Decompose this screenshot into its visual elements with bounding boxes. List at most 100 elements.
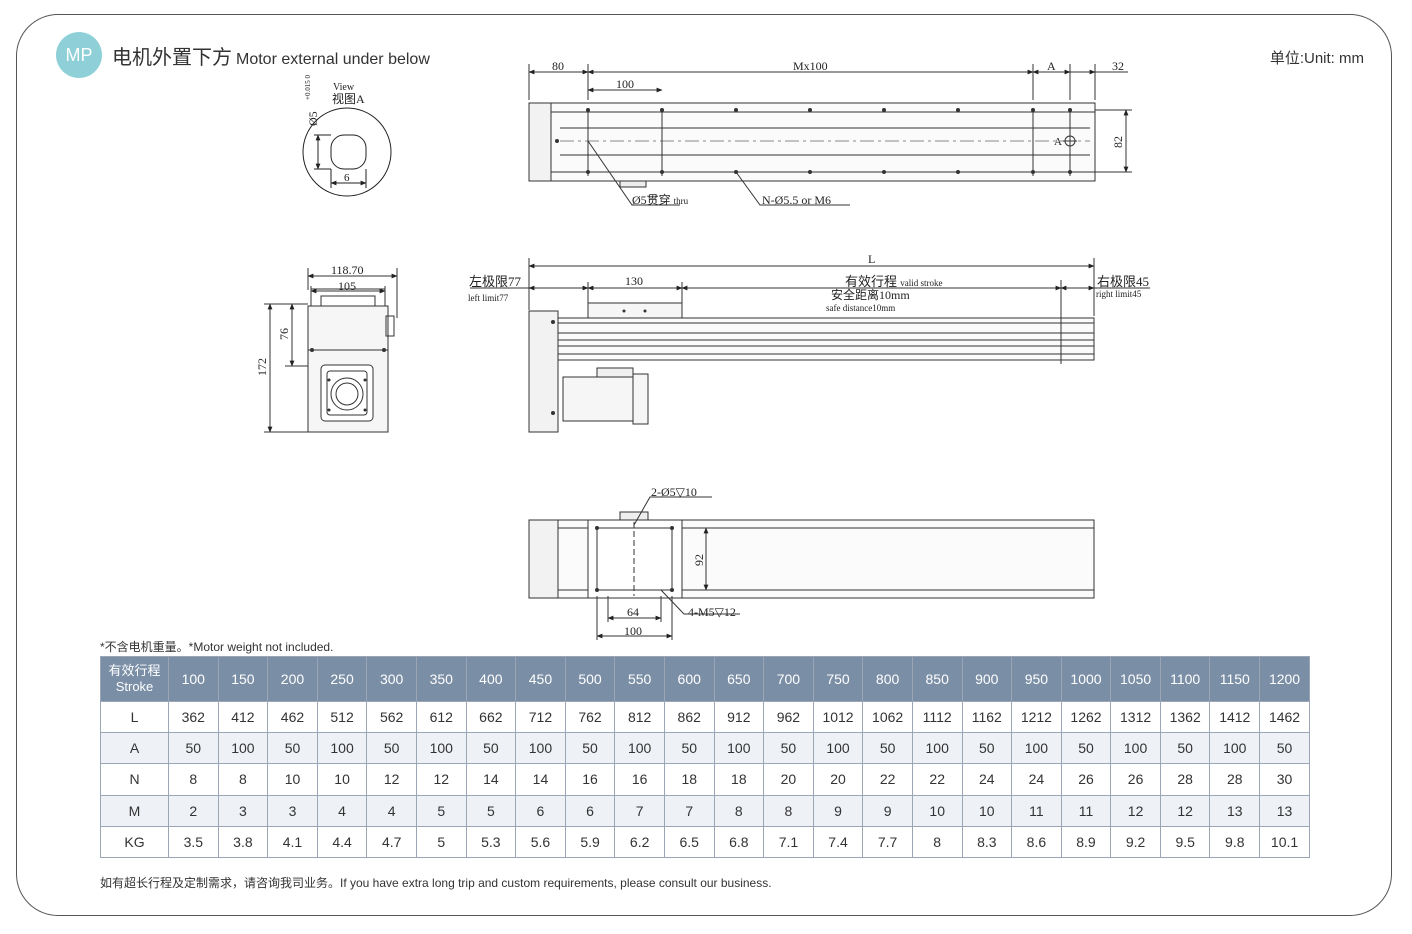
table-cell: 50 — [168, 732, 219, 765]
table-cell: 1212 — [1011, 700, 1062, 734]
stroke-header-900: 900 — [961, 656, 1013, 702]
table-cell: 8 — [763, 794, 814, 827]
table-cell: 28 — [1209, 763, 1261, 796]
row-label: M — [100, 794, 169, 827]
table-cell: 12 — [1110, 794, 1161, 827]
table-cell: 8 — [168, 763, 219, 796]
callout-holes: N-Ø5.5 or M6 — [762, 193, 831, 207]
table-cell: 50 — [1259, 732, 1310, 765]
stroke-header-950: 950 — [1011, 656, 1062, 702]
table-cell: 22 — [911, 763, 963, 796]
table-cell: 762 — [564, 700, 616, 734]
mp-badge: MP — [56, 32, 102, 78]
table-cell: 100 — [515, 732, 566, 765]
table-cell: 24 — [961, 763, 1013, 796]
view-a-detail — [302, 107, 392, 197]
table-cell: 100 — [316, 732, 368, 765]
table-cell: 100 — [614, 732, 665, 765]
table-cell: 1012 — [812, 700, 864, 734]
page-frame — [16, 14, 1392, 916]
table-cell: 100 — [217, 732, 269, 765]
table-cell: 12 — [1159, 794, 1211, 827]
table-cell: 7 — [663, 794, 715, 827]
stroke-en: valid stroke — [900, 278, 942, 288]
callout-4-m5: 4-M5▽12 — [688, 605, 736, 619]
unit-label: 单位:Unit: mm — [1269, 50, 1364, 67]
table-cell: 7.1 — [763, 825, 814, 859]
table-cell: 1312 — [1110, 700, 1161, 734]
stroke-header-600: 600 — [663, 656, 715, 702]
callout-2-dia5: 2-Ø5▽10 — [651, 485, 697, 499]
stroke-header-en: Stroke — [115, 679, 154, 694]
table-cell: 862 — [663, 700, 715, 734]
table-cell: 562 — [366, 700, 417, 734]
table-cell: 16 — [614, 763, 665, 796]
stroke-header-1200: 1200 — [1259, 656, 1310, 702]
table-cell: 9 — [812, 794, 864, 827]
table-cell: 24 — [1011, 763, 1062, 796]
safe-cn: 安全距离10mm — [831, 287, 910, 302]
row-label: KG — [100, 825, 169, 859]
technical-drawing: View 视图A +0.015 0 Ø5 6 — [255, 59, 1150, 640]
table-cell: 11 — [1011, 794, 1062, 827]
view-a-cn: 视图A — [332, 91, 365, 106]
dim-64: 64 — [627, 605, 639, 619]
callout-thru-cn: Ø5贯穿 — [632, 192, 671, 207]
table-cell: 1412 — [1209, 700, 1261, 734]
table-cell: 3 — [217, 794, 269, 827]
table-cell: 5.6 — [515, 825, 566, 859]
stroke-label: 有效行程 valid stroke — [845, 274, 943, 289]
table-cell: 7.4 — [812, 825, 864, 859]
table-cell: 412 — [217, 700, 269, 734]
table-cell: 22 — [862, 763, 913, 796]
dim-105: 105 — [338, 279, 356, 293]
table-cell: 18 — [663, 763, 715, 796]
table-cell: 14 — [515, 763, 566, 796]
bottom-view — [528, 496, 1095, 640]
table-cell: 50 — [465, 732, 517, 765]
dim-100-bottom: 100 — [624, 624, 642, 638]
table-cell: 612 — [415, 700, 467, 734]
dim-32: 32 — [1112, 59, 1124, 73]
table-cell: 8 — [217, 763, 269, 796]
table-cell: 962 — [763, 700, 814, 734]
end-view — [264, 268, 398, 433]
table-cell: 9.8 — [1209, 825, 1261, 859]
table-cell: 1462 — [1259, 700, 1310, 734]
stroke-header-250: 250 — [316, 656, 368, 702]
dim-a: A — [1047, 59, 1056, 73]
stroke-header-1100: 1100 — [1159, 656, 1211, 702]
table-cell: 26 — [1110, 763, 1161, 796]
table-cell: 13 — [1259, 794, 1310, 827]
dim-118: 118.70 — [331, 263, 364, 277]
table-cell: 7.7 — [862, 825, 913, 859]
table-cell: 50 — [366, 732, 417, 765]
table-cell: 100 — [1209, 732, 1261, 765]
row-label: A — [100, 732, 169, 765]
table-cell: 50 — [1060, 732, 1112, 765]
table-cell: 100 — [713, 732, 765, 765]
stroke-header-450: 450 — [515, 656, 566, 702]
left-limit-cn: 左极限77 — [469, 274, 522, 289]
table-cell: 9.2 — [1110, 825, 1161, 859]
table-cell: 5 — [415, 825, 467, 859]
table-cell: 462 — [267, 700, 318, 734]
stroke-header-1000: 1000 — [1060, 656, 1112, 702]
dim-l: L — [868, 252, 875, 266]
view-a-dia: Ø5 — [306, 111, 320, 126]
stroke-header-150: 150 — [217, 656, 269, 702]
table-cell: 8.6 — [1011, 825, 1062, 859]
table-cell: 50 — [663, 732, 715, 765]
dim-130: 130 — [625, 274, 643, 288]
stroke-cn: 有效行程 — [845, 274, 897, 289]
side-view — [470, 258, 1150, 433]
dim-76: 76 — [277, 328, 291, 340]
view-a-tolerance: +0.015 0 — [304, 75, 312, 100]
table-cell: 10 — [316, 763, 368, 796]
table-cell: 1112 — [911, 700, 963, 734]
stroke-header-350: 350 — [415, 656, 467, 702]
